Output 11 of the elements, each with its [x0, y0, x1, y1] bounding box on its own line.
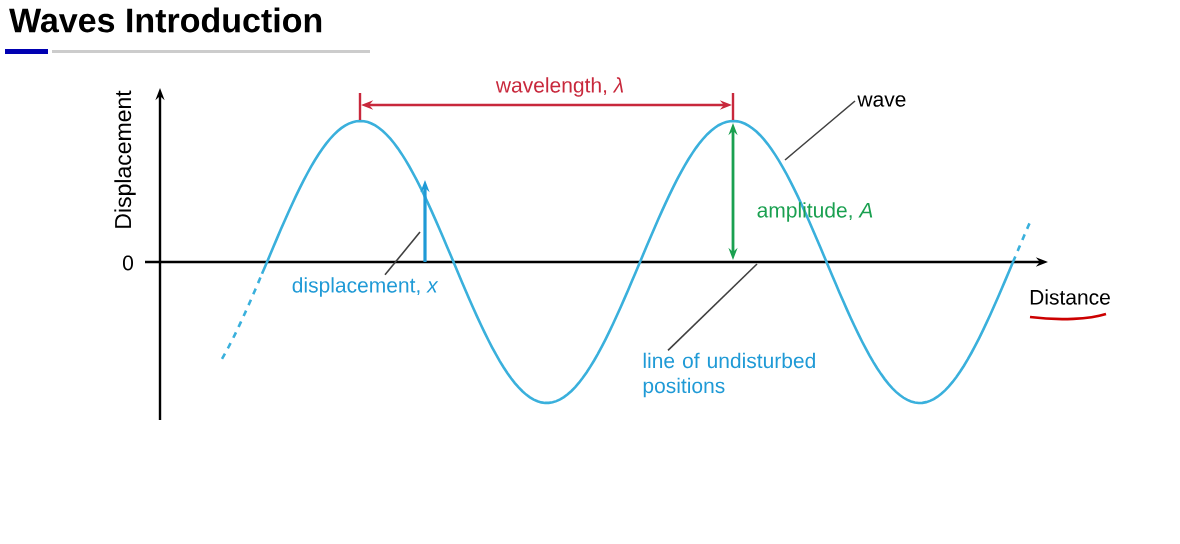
leader-line	[384, 231, 421, 276]
leader-line	[667, 263, 758, 352]
callout-text: wave	[857, 95, 906, 107]
axis-label: Displacement	[112, 88, 138, 232]
leader-line	[784, 100, 856, 161]
dimension-label: wavelength, λ	[495, 77, 623, 97]
axis-label: 0	[120, 253, 136, 273]
title: Waves Introduction	[9, 7, 322, 33]
axis-label: Distance	[1027, 287, 1113, 307]
callout-text: line of undisturbed positions	[643, 352, 815, 398]
callout-text: displacement, x	[292, 277, 439, 297]
